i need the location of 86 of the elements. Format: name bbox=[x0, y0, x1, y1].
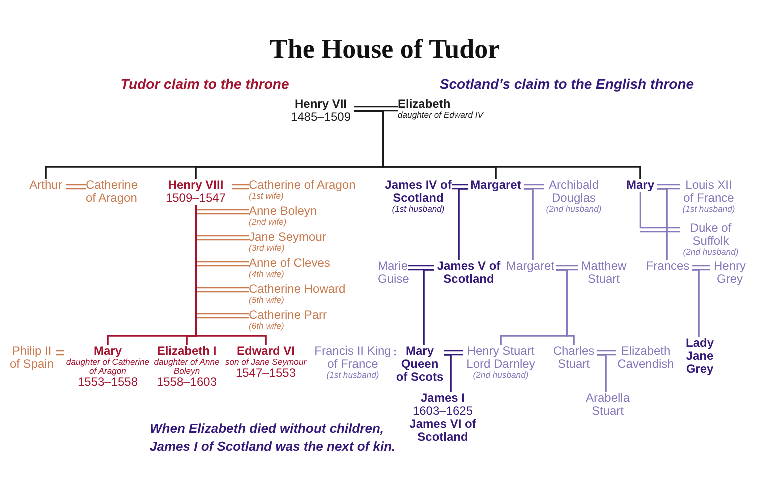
descent-line bbox=[458, 188, 468, 260]
person-name: Mary Queen of Scots bbox=[396, 345, 444, 384]
relation-note: (2nd husband) bbox=[682, 248, 740, 257]
reign-dates: 1603–1625 bbox=[412, 405, 474, 418]
person-name: Lady Jane Grey bbox=[684, 337, 715, 376]
person-name: Marie Guise bbox=[378, 260, 408, 286]
reign-dates: 1558–1603 bbox=[156, 376, 218, 389]
person-name: Henry VII bbox=[294, 98, 348, 111]
relation-note: (6th wife) bbox=[249, 322, 286, 331]
title: The House of Tudor bbox=[268, 34, 502, 65]
descent-line bbox=[692, 269, 700, 337]
person-name: Catherine Howard bbox=[249, 283, 347, 296]
person-name: Henry Grey bbox=[712, 260, 747, 286]
relation-note: daughter of Catherine of Aragon bbox=[65, 358, 151, 376]
reign-dates: 1509–1547 bbox=[164, 192, 228, 205]
relation-note: (2nd wife) bbox=[249, 218, 287, 227]
person-name: James VI of Scotland bbox=[409, 418, 477, 444]
marriage-line bbox=[555, 265, 579, 271]
relation-note: (3rd wife) bbox=[249, 244, 285, 253]
person-name: Henry Stuart Lord Darnley bbox=[466, 345, 536, 371]
descent-line bbox=[195, 205, 267, 345]
note: When Elizabeth died without children, James I of Scotland was the next of kin. bbox=[150, 420, 397, 456]
marriage-line bbox=[407, 265, 435, 271]
person-name: Duke of Suffolk bbox=[689, 222, 733, 248]
person-name: James IV of Scotland bbox=[385, 179, 452, 205]
relation-note: son of Jane Seymour bbox=[224, 358, 308, 367]
section-heading: Scotland’s claim to the English throne bbox=[438, 75, 696, 93]
person-name: Matthew Stuart bbox=[580, 260, 628, 286]
relation-note: (1st wife) bbox=[249, 192, 285, 201]
marriage-line bbox=[353, 106, 399, 112]
marriage-line bbox=[656, 184, 681, 190]
person-name: Catherine of Aragon bbox=[249, 179, 357, 192]
relation-note: daughter of Anne Boleyn bbox=[154, 358, 220, 376]
marriage-line bbox=[451, 184, 469, 190]
marriage-line bbox=[55, 350, 65, 356]
person-name: Archibald Douglas bbox=[548, 179, 600, 205]
person-name: Edward VI bbox=[236, 345, 296, 358]
descent-line bbox=[524, 188, 534, 260]
marriage-line bbox=[640, 191, 681, 233]
relation-note: (2nd husband) bbox=[472, 371, 529, 380]
person-name: Francis II King of France bbox=[314, 345, 392, 371]
descent-line bbox=[657, 188, 668, 260]
person-name: Charles Stuart bbox=[552, 345, 596, 371]
person-name: Frances bbox=[645, 260, 691, 273]
person-name: Philip II of Spain bbox=[8, 345, 56, 371]
person-name: Elizabeth bbox=[398, 98, 452, 111]
person-name: Arabella Stuart bbox=[584, 392, 632, 418]
marriage-line bbox=[393, 350, 397, 356]
descent-line bbox=[354, 110, 642, 179]
marriage-line bbox=[691, 265, 711, 271]
marriage-line bbox=[231, 184, 250, 190]
relation-note: (1st husband) bbox=[682, 205, 736, 214]
person-name: Jane Seymour bbox=[249, 231, 328, 244]
person-name: Mary bbox=[92, 345, 123, 358]
relation-note: (1st husband) bbox=[391, 205, 446, 214]
descent-line bbox=[556, 269, 575, 345]
reign-dates: 1485–1509 bbox=[290, 111, 352, 124]
marriage-line bbox=[65, 184, 87, 190]
person-name: Mary bbox=[625, 179, 656, 192]
person-name: Margaret bbox=[470, 179, 522, 192]
person-name: Arthur bbox=[28, 179, 64, 192]
person-name: James I bbox=[420, 392, 466, 405]
section-heading: Tudor claim to the throne bbox=[120, 75, 290, 93]
relation-note: (1st husband) bbox=[326, 371, 380, 380]
person-name: James V of Scotland bbox=[436, 260, 502, 286]
person-name: Elizabeth Cavendish bbox=[616, 345, 676, 371]
reign-dates: 1547–1553 bbox=[234, 367, 296, 380]
relation-note: daughter of Edward IV bbox=[398, 111, 485, 120]
marriage-line bbox=[443, 350, 464, 356]
person-name: Louis XII of France bbox=[682, 179, 736, 205]
person-name: Catherine Parr bbox=[249, 309, 328, 322]
relation-note: (4th wife) bbox=[249, 270, 286, 279]
person-name: Catherine of Aragon bbox=[86, 179, 140, 205]
person-name: Margaret bbox=[505, 260, 556, 273]
relation-note: (2nd husband) bbox=[545, 205, 603, 214]
relation-note: (5th wife) bbox=[249, 296, 286, 305]
person-name: Anne of Cleves bbox=[249, 257, 332, 270]
marriage-line bbox=[596, 350, 617, 356]
marriage-line bbox=[523, 184, 545, 190]
reign-dates: 1553–1558 bbox=[76, 376, 140, 389]
descent-line bbox=[597, 354, 607, 392]
descent-line bbox=[444, 354, 452, 392]
person-name: Elizabeth I bbox=[156, 345, 218, 358]
person-name: Henry VIII bbox=[167, 179, 225, 192]
descent-line bbox=[423, 269, 434, 345]
person-name: Anne Boleyn bbox=[249, 205, 318, 218]
